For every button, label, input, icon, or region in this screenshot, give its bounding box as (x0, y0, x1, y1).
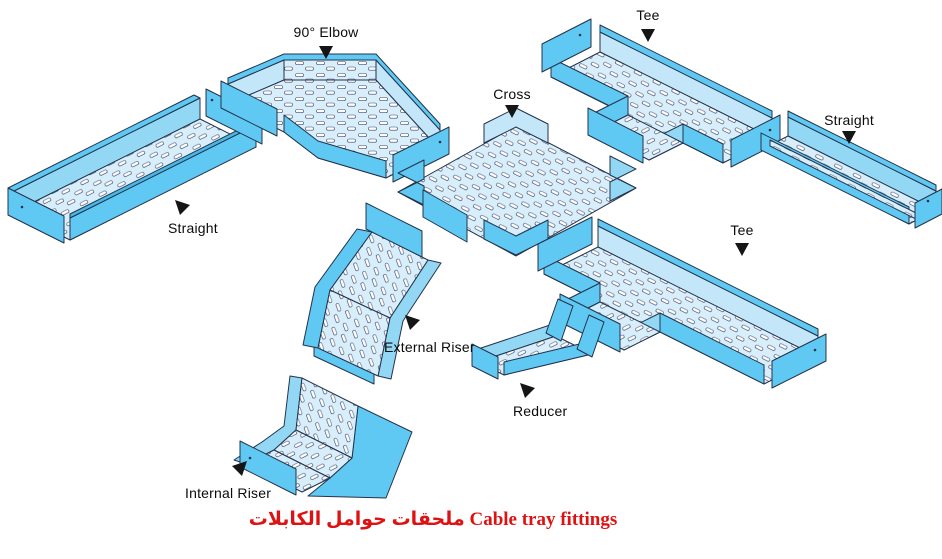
label-straight-top: Straight (824, 112, 874, 128)
straight-left-pointer-arrow-icon (175, 200, 190, 215)
cross-down-arrow-icon (505, 105, 519, 118)
fitting-tee-top (541, 18, 781, 168)
tee-top-down-arrow-icon (641, 29, 655, 42)
external-riser-pointer-arrow-icon (405, 315, 420, 330)
diagram-caption: ملحقات حوامل الكابلات Cable tray fitting… (249, 508, 617, 531)
fitting-elbow-90 (220, 53, 450, 183)
fitting-straight-right (760, 110, 942, 229)
internal-riser-pointer-arrow-icon (232, 461, 247, 476)
label-tee-right: Tee (730, 222, 754, 238)
fitting-straight-left (7, 88, 263, 244)
label-external-riser: External Riser (384, 339, 475, 355)
label-reducer: Reducer (513, 403, 568, 419)
elbow-down-arrow-icon (319, 46, 333, 59)
reducer-pointer-arrow-icon (520, 383, 535, 398)
fitting-tee-right (537, 216, 827, 389)
fitting-reducer (471, 298, 605, 380)
straight-top-down-arrow-icon (842, 131, 856, 144)
caption-english: Cable tray fittings (469, 509, 618, 530)
fitting-external-riser (302, 202, 442, 385)
label-cross: Cross (493, 86, 531, 102)
fitting-internal-riser (233, 375, 413, 499)
label-straight-left: Straight (168, 220, 218, 236)
rivet-dots (20, 33, 930, 460)
label-tee-top: Tee (636, 7, 660, 23)
tee-right-down-arrow-icon (735, 243, 749, 256)
fitting-cross (397, 107, 637, 257)
label-internal-riser: Internal Riser (185, 485, 272, 501)
label-elbow: 90° Elbow (293, 24, 359, 40)
caption-arabic: ملحقات حوامل الكابلات (248, 509, 465, 530)
